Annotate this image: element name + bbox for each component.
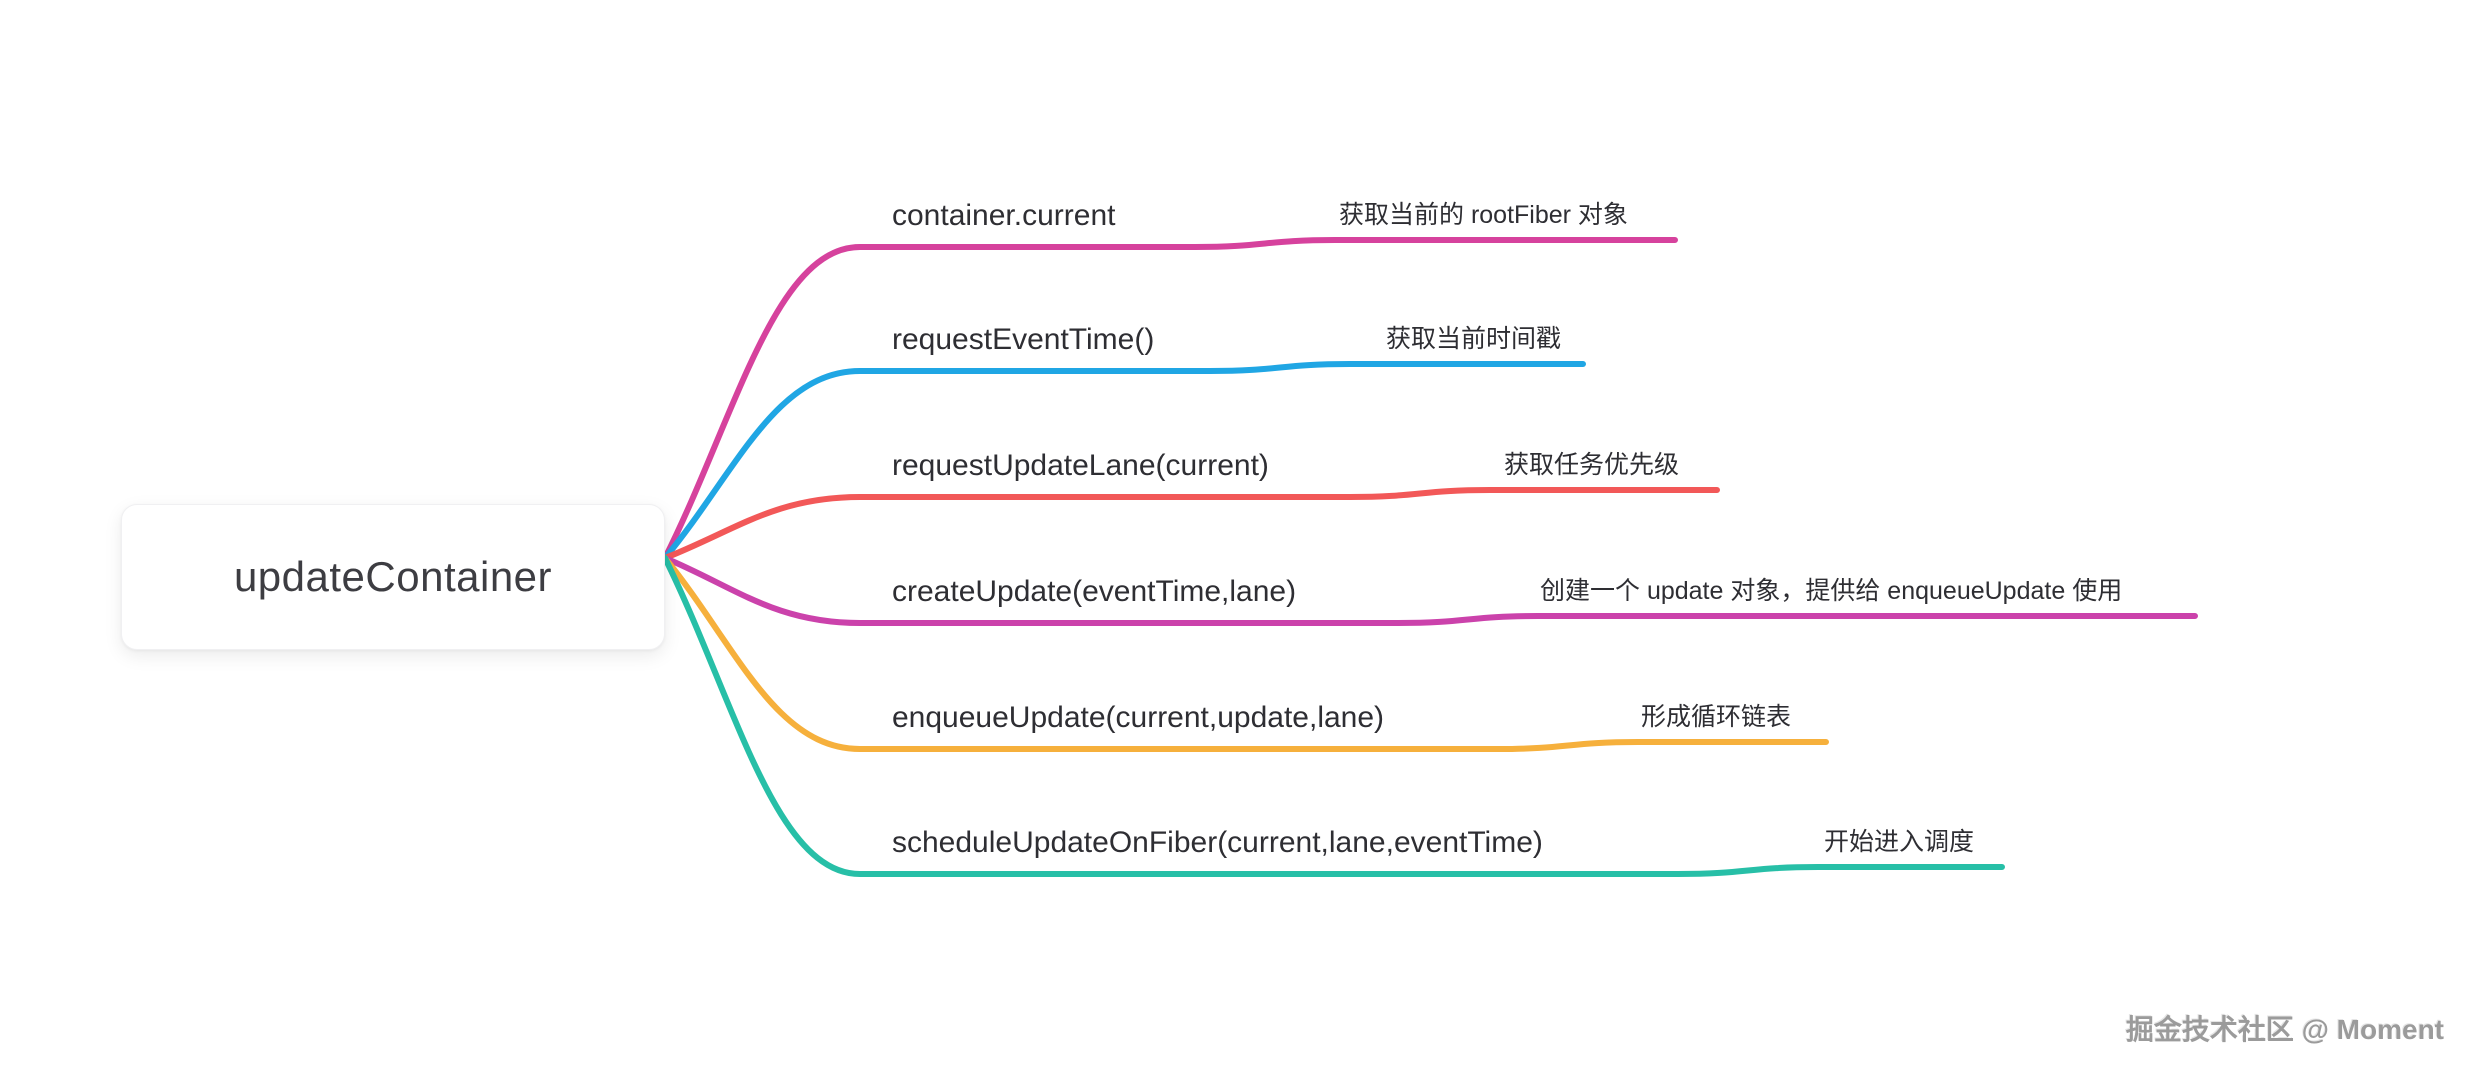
branch-node-label[interactable]: createUpdate(eventTime,lane) [892,575,1297,608]
branch-node-label[interactable]: requestUpdateLane(current) [892,449,1269,482]
root-node[interactable]: updateContainer [121,504,665,650]
branch-node-label[interactable]: container.current [892,199,1116,232]
branch-note[interactable]: 获取当前的 rootFiber 对象 [1339,201,1628,229]
root-node-label: updateContainer [233,553,553,600]
branch-note[interactable]: 获取任务优先级 [1504,451,1680,479]
branch-link [662,361,1586,561]
branch-note[interactable]: 获取当前时间戳 [1386,325,1562,353]
branch-node-label[interactable]: requestEventTime() [892,323,1155,356]
branch-link [662,237,1678,561]
branch-note[interactable]: 开始进入调度 [1824,828,1975,856]
branch-note[interactable]: 形成循环链表 [1641,703,1792,731]
branch-link [662,555,2198,626]
branch-link [662,487,1720,561]
branch-link [662,555,2005,877]
branch-node-label[interactable]: enqueueUpdate(current,update,lane) [892,701,1385,734]
watermark: 掘金技术社区 @ Moment [2125,1014,2444,1045]
branch-node-label[interactable]: scheduleUpdateOnFiber(current,lane,event… [892,826,1543,859]
branch-note[interactable]: 创建一个 update 对象，提供给 enqueueUpdate 使用 [1540,577,2123,605]
branch-link [662,555,1829,752]
